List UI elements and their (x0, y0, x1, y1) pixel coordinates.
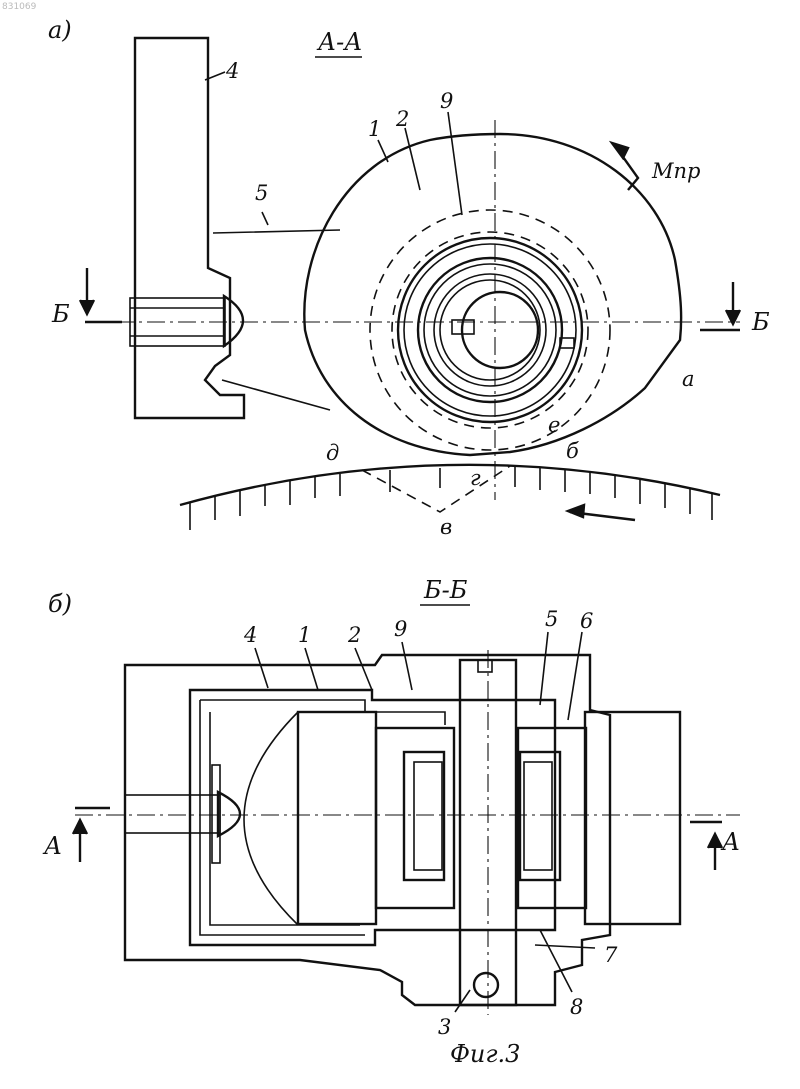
callout-6-b: 6 (580, 609, 593, 633)
callout-9-a: 9 (440, 89, 453, 113)
scale-arc (180, 465, 720, 505)
callout-5-a: 5 (255, 181, 268, 205)
callout-7-b: 7 (604, 943, 618, 967)
panel-label-b: б) (48, 590, 72, 618)
ball-tip (224, 296, 243, 346)
callout-1-b: 1 (298, 623, 311, 647)
ring-2 (398, 238, 582, 422)
cut-label-b-right: Б (751, 308, 770, 336)
dashed-circle-inner (392, 232, 588, 428)
pin-hole-b (474, 973, 498, 997)
callout-8-b: 8 (570, 995, 583, 1019)
callout-3-b: 3 (438, 1015, 451, 1039)
cut-label-a-left: А (42, 832, 62, 860)
point-d: д (326, 441, 339, 465)
point-e: е (548, 413, 560, 437)
roller-block (298, 712, 376, 924)
archive-number: 831069 (2, 2, 36, 12)
callout-5-b: 5 (545, 607, 558, 631)
section-label-b: Б-Б (423, 576, 468, 604)
cut-mark-b-right (700, 282, 740, 330)
point-b: б (566, 439, 579, 463)
dashed-circle-outer (370, 210, 610, 450)
view-b-section (73, 632, 740, 1015)
figure-caption: Фиг.3 (450, 1040, 520, 1068)
cut-mark-b-left (80, 268, 122, 322)
point-a: а (682, 367, 695, 391)
housing-4-b (125, 655, 610, 1005)
cut-label-a-right: А (720, 828, 740, 856)
cut-mark-a-right (690, 822, 722, 870)
cut-mark-a-left (73, 808, 110, 862)
lever-5 (213, 230, 340, 410)
moment-arrow (612, 143, 638, 190)
point-v: в (440, 515, 452, 539)
section-label-a: А-А (316, 28, 362, 56)
dome (244, 712, 298, 925)
housing-4 (135, 38, 244, 418)
direction-arrow (568, 505, 635, 520)
moment-label: Мпр (651, 159, 700, 183)
right-block (585, 712, 680, 924)
callout-2-a: 2 (395, 107, 409, 131)
panel-label-a: а) (48, 16, 72, 44)
point-g: г (470, 466, 481, 490)
view-a-section (80, 38, 740, 530)
callout-4-a: 4 (225, 59, 239, 83)
callout-2-b: 2 (347, 623, 361, 647)
callout-1-a: 1 (368, 117, 381, 141)
ball-b (218, 792, 240, 836)
dashed-triangle (362, 466, 510, 512)
pin-b (125, 795, 220, 833)
callout-4-b: 4 (243, 623, 257, 647)
disk-1 (304, 134, 681, 455)
leader-lines-a (205, 72, 462, 225)
callout-9-b: 9 (394, 617, 407, 641)
cut-label-b-left: Б (51, 300, 70, 328)
